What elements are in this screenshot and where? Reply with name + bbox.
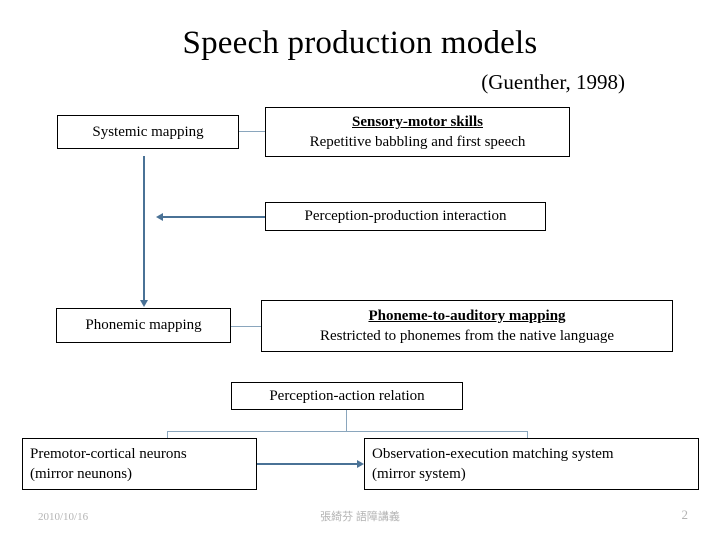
connector-systemic-to-sensory	[239, 131, 265, 132]
box-observation-line2: (mirror system)	[372, 466, 466, 482]
box-sensory-motor-skills[interactable]: Sensory-motor skills Repetitive babbling…	[265, 107, 570, 157]
arrowhead-left-to-spine	[156, 213, 163, 221]
box-systemic-mapping[interactable]: Systemic mapping	[57, 115, 239, 149]
box-phoneme-to-auditory-mapping[interactable]: Phoneme-to-auditory mapping Restricted t…	[261, 300, 673, 352]
connector-perception-action-drop	[346, 410, 347, 432]
box-perception-production-label: Perception-production interaction	[304, 208, 507, 224]
box-observation-execution-matching-system[interactable]: Observation-execution matching system (m…	[364, 438, 699, 490]
box-phoneme-to-auditory-heading: Phoneme-to-auditory mapping	[368, 308, 566, 324]
box-perception-production-interaction[interactable]: Perception-production interaction	[265, 202, 546, 231]
box-observation-line1: Observation-execution matching system	[372, 446, 614, 462]
arrowhead-right-to-observation	[357, 460, 364, 468]
arrowhead-down-to-phonemic	[140, 300, 148, 307]
box-perception-action-label: Perception-action relation	[269, 387, 425, 404]
title-citation: (Guenther, 1998)	[481, 70, 625, 94]
box-premotor-cortical-neurons[interactable]: Premotor-cortical neurons (mirror neunon…	[22, 438, 257, 490]
box-premotor-line2: (mirror neunons)	[30, 466, 133, 482]
connector-fork-right-leg	[527, 431, 528, 439]
box-perception-action-relation[interactable]: Perception-action relation	[231, 382, 463, 410]
page-title: Speech production models	[182, 25, 538, 61]
box-sensory-motor-heading: Sensory-motor skills	[352, 114, 483, 130]
connector-perception-production-to-spine	[163, 216, 265, 218]
box-systemic-mapping-label: Systemic mapping	[92, 123, 204, 140]
connector-vertical-spine	[143, 156, 145, 304]
box-phoneme-to-auditory-body: Restricted to phonemes from the native l…	[319, 328, 615, 344]
connector-fork-horizontal	[167, 431, 527, 432]
footer-page-number: 2	[681, 507, 689, 522]
connector-premotor-to-observation	[257, 463, 357, 465]
box-phonemic-mapping-label: Phonemic mapping	[85, 317, 202, 333]
footer-date: 2010/10/16	[38, 511, 89, 523]
box-premotor-line1: Premotor-cortical neurons	[30, 446, 187, 462]
box-sensory-motor-body: Repetitive babbling and first speech	[309, 134, 526, 150]
connector-fork-left-leg	[167, 431, 168, 439]
box-phonemic-mapping[interactable]: Phonemic mapping	[56, 308, 231, 343]
footer-note: 張綺芬 語障講義	[320, 511, 400, 523]
connector-phonemic-to-phoneme-auditory	[231, 326, 261, 327]
